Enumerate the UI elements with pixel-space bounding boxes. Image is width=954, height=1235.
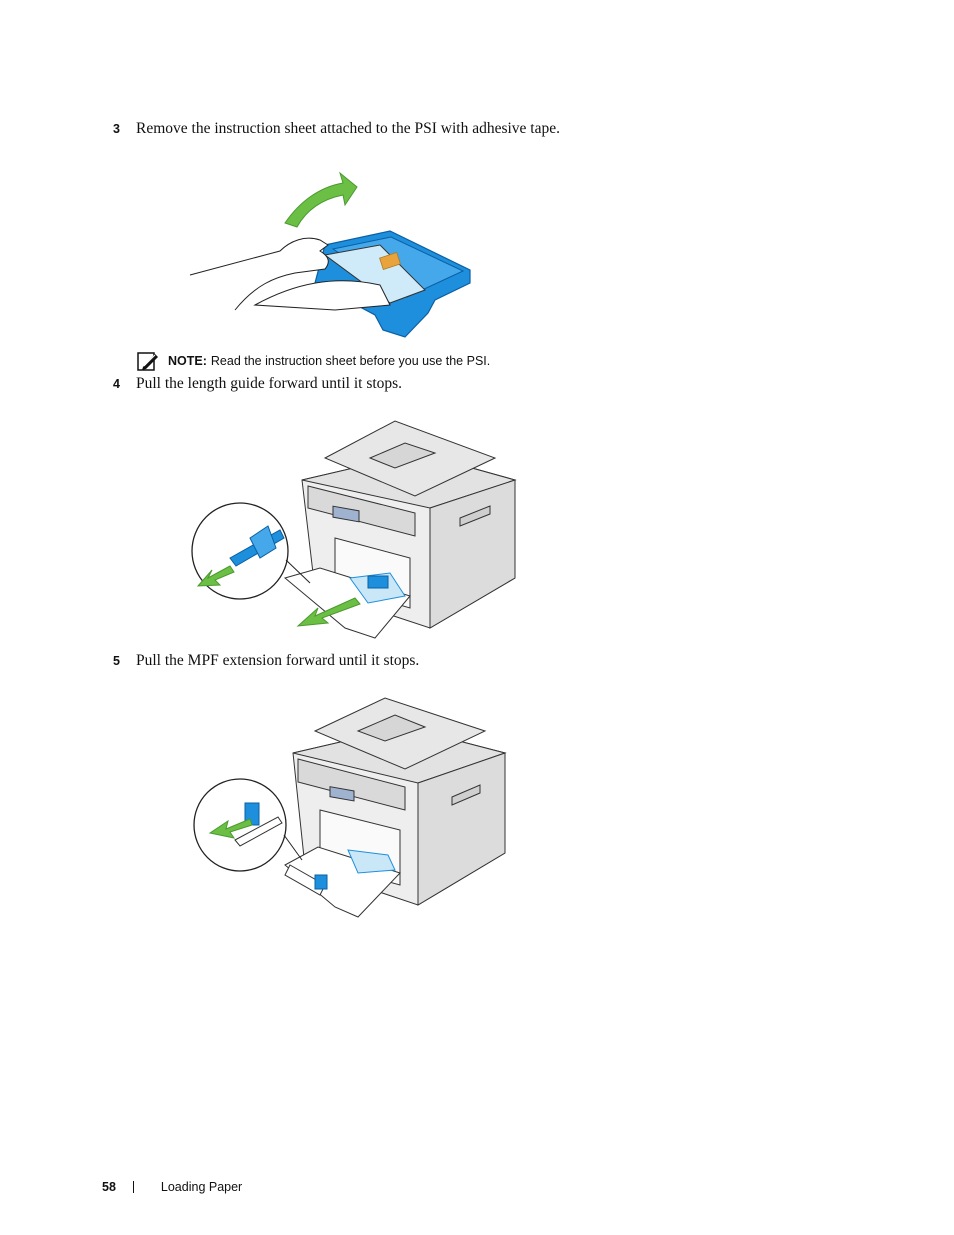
hand [189,237,329,311]
step-number: 4 [113,377,120,391]
pull-length-guide-illustration [191,420,517,639]
section-title: Loading Paper [160,1180,243,1194]
note-label: NOTE: [168,354,207,368]
page-number: 58 [102,1180,116,1194]
zoom-green-arrow [196,565,235,587]
note-pencil-icon [137,352,158,371]
step-text: Pull the MPF extension forward until it … [136,652,420,669]
zoom-green-arrow [208,818,253,839]
mpf-tray [284,846,401,918]
footer-separator [132,1181,134,1193]
mpf-extension [284,864,328,896]
adhesive-tape [379,252,401,270]
remove-instruction-sheet-illustration [189,171,471,338]
pull-mpf-extension-illustration [193,697,507,918]
step-4: 4 Pull the length guide forward until it… [113,375,402,393]
length-guide [367,575,389,589]
step-3: 3 Remove the instruction sheet attached … [113,120,560,138]
page-footer: 58 Loading Paper [102,1180,242,1194]
paper-sheet [253,280,391,311]
green-curved-arrow [284,171,358,228]
green-arrow [296,597,361,627]
step-number: 5 [113,654,120,668]
step-text: Pull the length guide forward until it s… [136,375,403,392]
note-text: Read the instruction sheet before you us… [210,354,491,368]
step-5: 5 Pull the MPF extension forward until i… [113,652,419,670]
step-text: Remove the instruction sheet attached to… [136,120,560,137]
zoomed-guide [229,525,285,567]
note: NOTE: Read the instruction sheet before … [137,350,490,372]
step-number: 3 [113,122,120,136]
